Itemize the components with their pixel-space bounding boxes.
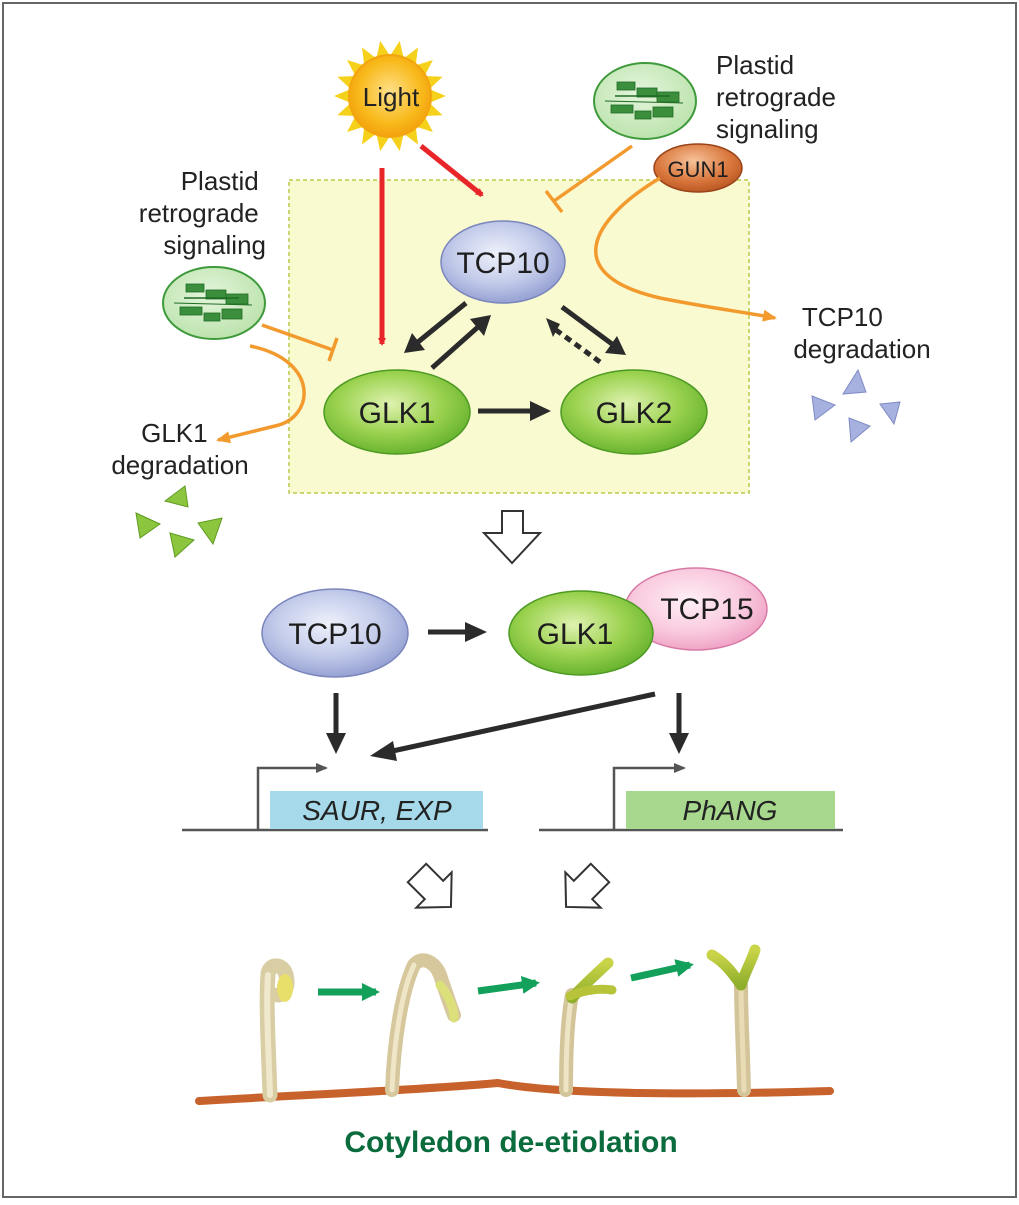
gun1-node xyxy=(653,143,743,193)
stage-arrow-2 xyxy=(477,975,540,995)
sun-ray xyxy=(347,60,365,76)
glk1-to-tcp10-arrow xyxy=(430,315,491,370)
glk1-node xyxy=(323,369,471,455)
saur-promoter-arrow xyxy=(256,763,328,830)
tcp10-fragments-icon xyxy=(811,368,901,444)
sun-ray xyxy=(347,116,365,132)
complex-to-phang-arrow xyxy=(669,693,689,754)
phang-label: PhANG xyxy=(683,795,778,826)
saur-exp-gene xyxy=(182,763,488,832)
plastid-left-icon xyxy=(162,266,266,340)
sun-ray xyxy=(429,89,446,103)
glk1-bottom-label: GLK1 xyxy=(537,618,614,651)
plastid-right-label: Plastid retrograde signaling xyxy=(716,50,843,144)
flow-diag-right-arrow xyxy=(564,862,611,909)
light-to-tcp10-arrow xyxy=(419,144,484,197)
phang-box xyxy=(626,791,835,829)
sun-ray xyxy=(376,40,390,59)
soil-line xyxy=(195,1078,834,1105)
sun-ray xyxy=(376,133,390,152)
glk2-to-tcp10-dashed-arrow xyxy=(546,318,602,365)
glk1-inhibition xyxy=(261,323,339,362)
flow-down-arrow xyxy=(481,510,543,565)
glk1-bottom-node xyxy=(508,590,654,676)
complex-to-saur-arrow xyxy=(370,691,656,761)
phang-gene xyxy=(539,763,843,832)
glk1-node-label: GLK1 xyxy=(359,397,436,430)
phang-promoter-arrow xyxy=(612,763,686,830)
plastid-left-label: Plastid retrograde signaling xyxy=(139,166,266,260)
glk2-node-label: GLK2 xyxy=(596,397,673,430)
seedling-stage-4 xyxy=(706,944,761,1097)
stage-arrow-3 xyxy=(630,959,694,982)
plastid-right-icon xyxy=(593,62,697,140)
tcp10-node-label: TCP10 xyxy=(456,247,549,280)
tcp10-inhibition xyxy=(544,144,634,214)
tcp10-to-glk2-arrow xyxy=(560,304,626,355)
glk1-degradation-label: GLK1 degradation xyxy=(111,418,248,480)
sun-icon xyxy=(334,40,446,152)
sun-ray xyxy=(390,40,404,59)
tcp10-degradation-label: TCP10 degradation xyxy=(793,302,930,364)
sun-ray xyxy=(390,133,404,152)
light-label: Light xyxy=(363,82,420,112)
glk1-to-glk2-arrow xyxy=(478,401,551,421)
sun-ray xyxy=(362,47,377,66)
tcp10-degradation-path xyxy=(594,176,777,322)
tcp10-node xyxy=(440,220,566,304)
sun-ray xyxy=(403,47,418,66)
sun-ray xyxy=(403,126,418,145)
seedling-stage-1 xyxy=(259,958,295,1103)
flow-diag-left-arrow xyxy=(406,862,453,909)
saur-exp-label: SAUR, EXP xyxy=(302,795,452,826)
sun-ray xyxy=(334,89,351,103)
tcp10-bottom-node xyxy=(261,588,409,678)
glk2-node xyxy=(560,369,708,455)
seedling-stage-2 xyxy=(385,953,461,1097)
glk1-degradation-path xyxy=(216,344,306,444)
saur-exp-box xyxy=(270,791,483,829)
sun-ray xyxy=(415,60,433,76)
tcp10-bottom-label: TCP10 xyxy=(288,618,381,651)
gun1-label: GUN1 xyxy=(667,157,728,182)
tcp10-to-glk1-arrow xyxy=(404,301,468,353)
seedling-stage-3 xyxy=(559,957,617,1097)
tcp10-to-saur-arrow xyxy=(326,693,346,754)
sun-ray xyxy=(415,116,433,132)
tcp15-label: TCP15 xyxy=(660,593,753,626)
glk1-fragments-icon xyxy=(135,485,223,558)
sun-ray xyxy=(362,126,377,145)
diagram-title: Cotyledon de-etiolation xyxy=(344,1126,677,1159)
tcp10-to-glk1-bottom-arrow xyxy=(428,622,487,642)
